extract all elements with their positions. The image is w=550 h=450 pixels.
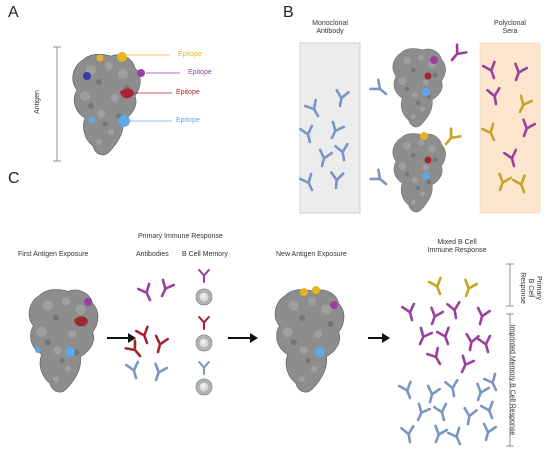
imprinted-response-label: Imprinted Memory B Cell Response	[508, 324, 516, 436]
first-exposure-label: First Antigen Exposure	[18, 251, 89, 258]
panel-label-a: A	[8, 4, 19, 21]
arrow-2	[228, 333, 258, 343]
b-cell-memory-label: B Cell Memory	[182, 251, 228, 258]
panel-c	[28, 263, 514, 448]
panel-b	[298, 42, 541, 214]
primary-response-label: Primary Immune Response	[138, 233, 223, 240]
mixed-purple-antibodies	[401, 300, 496, 376]
new-exposure-label: New Antigen Exposure	[276, 251, 347, 258]
response-bracket	[506, 263, 514, 447]
monoclonal-label: Monoclonal Antibody	[312, 20, 348, 35]
panel-label-b: B	[283, 4, 294, 21]
antibodies-label: Antibodies	[136, 251, 169, 258]
mixed-response-label: Mixed B Cell Immune Response	[427, 239, 487, 254]
epitope-label-red: Epitope	[176, 89, 200, 96]
epitope-blue-marker	[118, 115, 130, 127]
mixed-yellow-antibodies	[427, 276, 479, 300]
b-cell-memory-column	[195, 268, 213, 396]
epitope-label-yellow: Epitope	[178, 51, 202, 58]
polyclonal-label: Polyclonal Sera	[494, 20, 526, 35]
antigen-protein-b2	[392, 133, 446, 213]
epitope-yellow-marker	[117, 52, 127, 62]
panel-label-c: C	[8, 170, 20, 187]
antigen-label: Antigen	[33, 90, 41, 114]
epitope-purple-marker	[137, 69, 145, 77]
epitope-label-purple: Epitope	[188, 69, 212, 76]
arrow-3	[368, 333, 390, 343]
primary-antibodies	[124, 278, 176, 384]
monoclonal-box	[299, 42, 361, 214]
arrow-1	[107, 333, 136, 343]
antigen-protein	[72, 53, 141, 156]
panel-a	[53, 46, 180, 162]
epitope-label-blue: Epitope	[176, 117, 200, 124]
epitope-red-marker	[120, 88, 134, 99]
primary-b-cell-response-label: Primary B Cell Response	[519, 272, 542, 304]
mixed-blue-antibodies	[397, 372, 503, 448]
